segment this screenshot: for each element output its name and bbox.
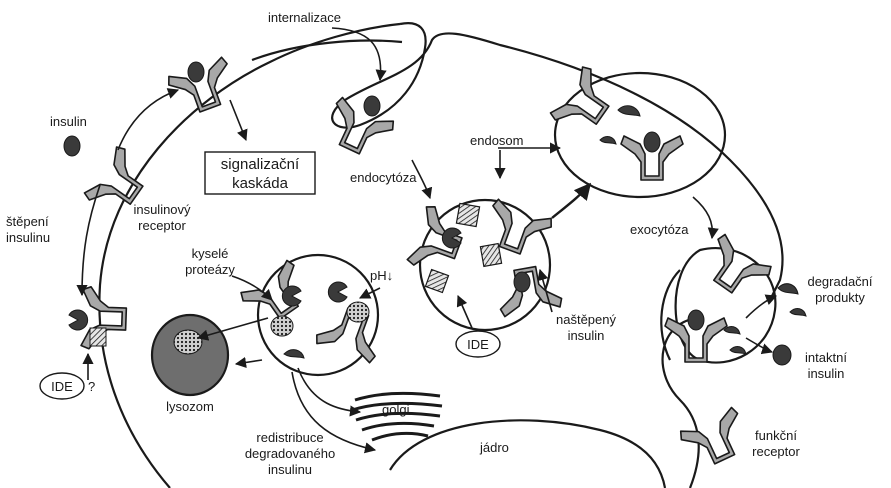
label-redistribuce: redistribuce	[256, 430, 323, 445]
ide-block-c	[425, 269, 448, 292]
lysosome	[152, 315, 228, 395]
nucleus	[390, 420, 665, 488]
label-nastepeny: naštěpený	[556, 312, 616, 327]
fragment-c	[600, 137, 616, 144]
label-nastepeny-insulin: insulin	[568, 328, 605, 343]
cleaved-insulin-b	[282, 286, 301, 306]
label-intaktni: intaktní	[805, 350, 847, 365]
label-insulinu: insulinu	[6, 230, 50, 245]
insulin-endosome-c	[514, 272, 530, 292]
insulin-bound-top	[188, 62, 204, 82]
ide-block-a	[456, 203, 479, 226]
label-receptor: receptor	[138, 218, 186, 233]
label-signal-2: kaskáda	[232, 175, 289, 192]
ide-block-b	[480, 244, 501, 267]
label-ide-center: IDE	[467, 337, 489, 352]
cleaved-insulin-left	[69, 310, 88, 330]
receptor-endosome-c	[494, 263, 563, 317]
label-lysozom: lysozom	[166, 399, 214, 414]
fragment-d	[724, 327, 740, 334]
label-degradacni: degradační	[807, 274, 872, 289]
receptor-internalizing	[321, 96, 396, 162]
label-ide-left: IDE	[51, 379, 73, 394]
label-insulinu-redis: insulinu	[268, 462, 312, 477]
label-proteazy: proteázy	[185, 262, 235, 277]
label-exocytoza: exocytóza	[630, 222, 689, 237]
cleaved-insulin-c	[328, 282, 347, 302]
label-ide-question: ?	[88, 379, 95, 394]
label-golgi: golgi	[382, 402, 410, 417]
lysosome-content	[174, 330, 202, 354]
label-endocytoza: endocytóza	[350, 170, 417, 185]
free-insulin	[64, 136, 80, 156]
fragment-b	[618, 106, 640, 116]
label-kysele: kyselé	[192, 246, 229, 261]
label-funkcni: funkční	[755, 428, 797, 443]
label-funkcni-receptor: receptor	[752, 444, 800, 459]
protease-b	[347, 302, 369, 322]
insulin-exo	[688, 310, 704, 330]
fragment-a	[284, 350, 304, 358]
insulin-internalizing	[364, 96, 380, 116]
label-endosom: endosom	[470, 133, 523, 148]
label-insulinovy: insulinový	[133, 202, 191, 217]
protease-a	[271, 316, 293, 336]
insulin-tr	[644, 132, 660, 152]
degradation-product-b	[790, 309, 806, 316]
intact-insulin-out	[773, 345, 791, 365]
label-ph: pH↓	[370, 268, 393, 283]
label-stepeni: štěpení	[6, 214, 49, 229]
label-insulin: insulin	[50, 114, 87, 129]
label-produkty: produkty	[815, 290, 865, 305]
receptor-exo-a	[697, 233, 773, 305]
label-signal-1: signalizační	[221, 156, 300, 173]
degradation-product-a	[778, 284, 798, 294]
fragment-e	[730, 347, 746, 354]
label-degradovaneho: degradovaného	[245, 446, 335, 461]
label-jadro: jádro	[479, 440, 509, 455]
receptor-functional	[678, 406, 753, 472]
label-intaktni-insulin: insulin	[808, 366, 845, 381]
endosome-top-right	[555, 73, 725, 197]
ide-block-left	[90, 328, 106, 346]
label-internalizace: internalizace	[268, 10, 341, 25]
